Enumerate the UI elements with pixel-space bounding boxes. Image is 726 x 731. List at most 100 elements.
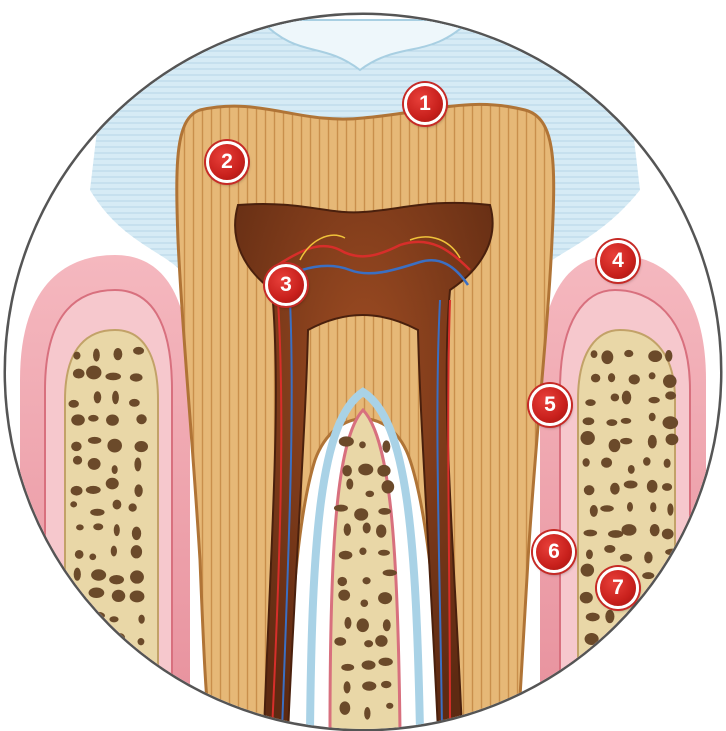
bone-pore: [338, 590, 350, 601]
bone-pore: [608, 530, 623, 538]
bone-pore: [663, 375, 677, 388]
bone-pore: [67, 611, 78, 625]
bone-pore: [620, 438, 632, 445]
bone-pore: [88, 458, 101, 470]
bone-pore: [649, 372, 656, 379]
bone-pore: [665, 391, 676, 399]
bone-pore: [134, 484, 142, 497]
bone-pore: [112, 465, 118, 474]
bone-pore: [106, 478, 119, 490]
bone-pore: [583, 655, 592, 665]
bone-pore: [609, 439, 621, 452]
bone-pore: [383, 619, 391, 631]
bone-pore: [376, 525, 386, 538]
bone-pore: [86, 366, 101, 380]
bone-pore: [650, 502, 656, 512]
bone-pore: [601, 457, 612, 467]
bone-pore: [337, 577, 347, 586]
bone-pore: [601, 350, 613, 364]
bone-pore: [648, 350, 662, 362]
marker-2: 2: [206, 141, 248, 183]
marker-5: 5: [529, 384, 571, 426]
bone-pore: [68, 400, 78, 408]
bone-pore: [621, 418, 632, 424]
bone-pore: [662, 529, 674, 540]
marker-6: 6: [533, 531, 575, 573]
bone-pore: [383, 570, 397, 577]
right-gum-bone: [540, 255, 706, 731]
bone-pore: [106, 415, 119, 426]
bone-pore: [375, 635, 387, 647]
bone-pore: [344, 523, 351, 536]
bone-pore: [386, 703, 393, 709]
bone-pore: [629, 374, 640, 384]
bone-pore: [631, 610, 640, 619]
bone-pore: [70, 501, 77, 507]
bone-pore: [624, 350, 633, 357]
bone-pore: [378, 658, 392, 666]
bone-pore: [109, 575, 124, 584]
bone-pore: [363, 523, 371, 534]
bone-pore: [70, 637, 78, 649]
bone-pore: [93, 679, 102, 687]
bone-pore: [346, 479, 353, 490]
bone-pore: [605, 610, 614, 623]
bone-pore: [359, 441, 366, 448]
bone-pore: [608, 638, 621, 649]
bone-pore: [135, 441, 148, 452]
bone-pore: [107, 439, 122, 453]
bone-pore: [73, 352, 80, 360]
bone-pore: [136, 683, 146, 697]
bone-pore: [583, 417, 595, 425]
bone-pore: [649, 413, 656, 421]
bone-pore: [586, 550, 593, 560]
marker-7: 7: [597, 567, 639, 609]
bone-pore: [93, 349, 100, 362]
bone-pore: [583, 530, 597, 537]
bone-pore: [71, 486, 83, 496]
bone-pore: [622, 391, 631, 405]
bone-pore: [339, 551, 353, 560]
bone-pore: [105, 373, 121, 381]
bone-pore: [130, 591, 145, 603]
bone-pore: [71, 442, 82, 452]
bone-pore: [647, 480, 658, 493]
bone-pore: [73, 456, 82, 465]
bone-pore: [362, 681, 376, 690]
bone-pore: [362, 660, 376, 669]
bone-pore: [339, 436, 354, 446]
bone-pore: [131, 545, 142, 558]
bone-pore: [334, 637, 346, 646]
bone-pore: [138, 638, 145, 645]
bone-pore: [112, 391, 119, 404]
bone-pore: [111, 546, 117, 557]
bone-pore: [584, 485, 595, 495]
bone-pore: [342, 465, 352, 476]
bone-pore: [113, 348, 122, 360]
bone-pore: [580, 431, 594, 445]
bone-pore: [648, 435, 657, 449]
bone-pore: [133, 347, 144, 355]
bone-pore: [89, 554, 96, 561]
bone-pore: [378, 508, 391, 515]
bone-pore: [341, 664, 354, 671]
bone-pore: [115, 679, 123, 690]
bone-pore: [364, 640, 373, 647]
bone-pore: [378, 592, 392, 604]
bone-pore: [109, 660, 124, 667]
bone-pore: [647, 620, 661, 628]
bone-pore: [138, 615, 144, 624]
bone-pore: [664, 615, 676, 628]
bone-pore: [381, 681, 391, 688]
bone-pore: [669, 663, 679, 673]
bone-pore: [618, 640, 634, 647]
bone-pore: [130, 373, 143, 381]
bone-pore: [663, 416, 679, 429]
bone-pore: [585, 399, 595, 406]
bone-pore: [646, 658, 653, 669]
bone-pore: [581, 564, 594, 577]
bone-pore: [591, 374, 600, 383]
bone-pore: [610, 483, 620, 495]
bone-pore: [662, 483, 672, 491]
